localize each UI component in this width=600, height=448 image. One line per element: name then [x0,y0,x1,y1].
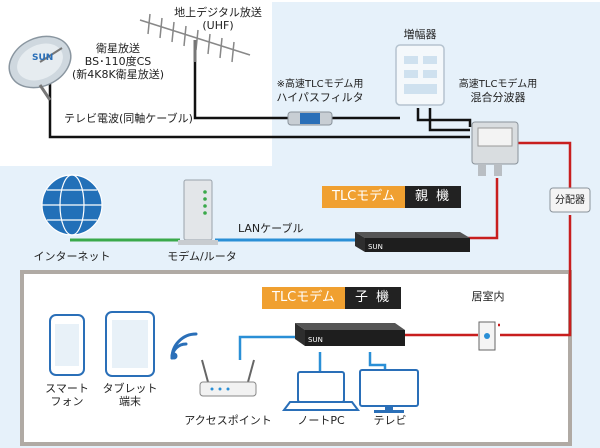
splitter-icon [549,187,591,213]
modem-router-label: モデム/ルータ [167,250,237,263]
tv-icon [359,369,419,413]
parent-modem-name: TLCモデム [322,186,406,208]
lan-cable-label: LANケーブル [238,222,304,235]
tv-label: テレビ [373,414,407,427]
smartphone-icon [49,314,85,376]
cable-tv-label: テレビ電波(同軸ケーブル) [64,112,193,125]
tablet-label: タブレット 端末 [102,382,158,408]
internet-label: インターネット [33,250,111,263]
child-modem-name: TLCモデム [262,287,346,309]
uhf-antenna-icon [139,13,251,63]
in-room-label: 居室内 [471,290,505,303]
highpass-filter-icon [287,111,333,126]
amplifier-label: 増幅器 [403,28,437,41]
parent-modem-tag: TLCモデム親 機 [322,186,462,208]
internet-globe-icon [41,174,103,236]
splitter-label: 分配器 [555,195,585,206]
notebook-pc-label: ノートPC [297,414,345,427]
child-lan-cables [238,335,387,372]
tlc-modem-child-icon: SUN [295,323,405,346]
child-modem-tag: TLCモデム子 機 [262,287,402,309]
wall-outlet-icon [478,321,496,351]
mixer-icon [471,121,519,176]
terrestrial-broadcast-label: 地上デジタル放送 (UHF) [174,6,262,32]
amplifier-icon [395,44,445,106]
child-modem-logo: SUN [308,336,323,344]
access-point-icon [199,359,257,397]
coax-cables-red [395,141,572,337]
access-point-label: アクセスポイント [184,414,272,427]
child-modem-role: 子 機 [345,287,402,309]
wifi-icon [170,332,198,360]
parent-modem-role: 親 機 [405,186,462,208]
mixer-label: 高速TLCモデム用 混合分波器 [458,79,538,104]
smartphone-label: スマート フォン [45,382,89,408]
laptop-icon [282,371,360,411]
parent-modem-logo: SUN [368,243,383,251]
tlc-modem-parent-icon: SUN [355,232,470,252]
highpass-filter-label: ※高速TLCモデム用 ハイパスフィルタ [276,79,364,104]
satellite-dish-icon: SUN [8,35,72,101]
modem-router-icon [178,179,218,245]
tablet-icon [105,311,155,377]
satellite-broadcast-label: 衛星放送 BS･110度CS (新4K8K衛星放送) [71,42,164,81]
dish-logo: SUN [32,53,53,63]
